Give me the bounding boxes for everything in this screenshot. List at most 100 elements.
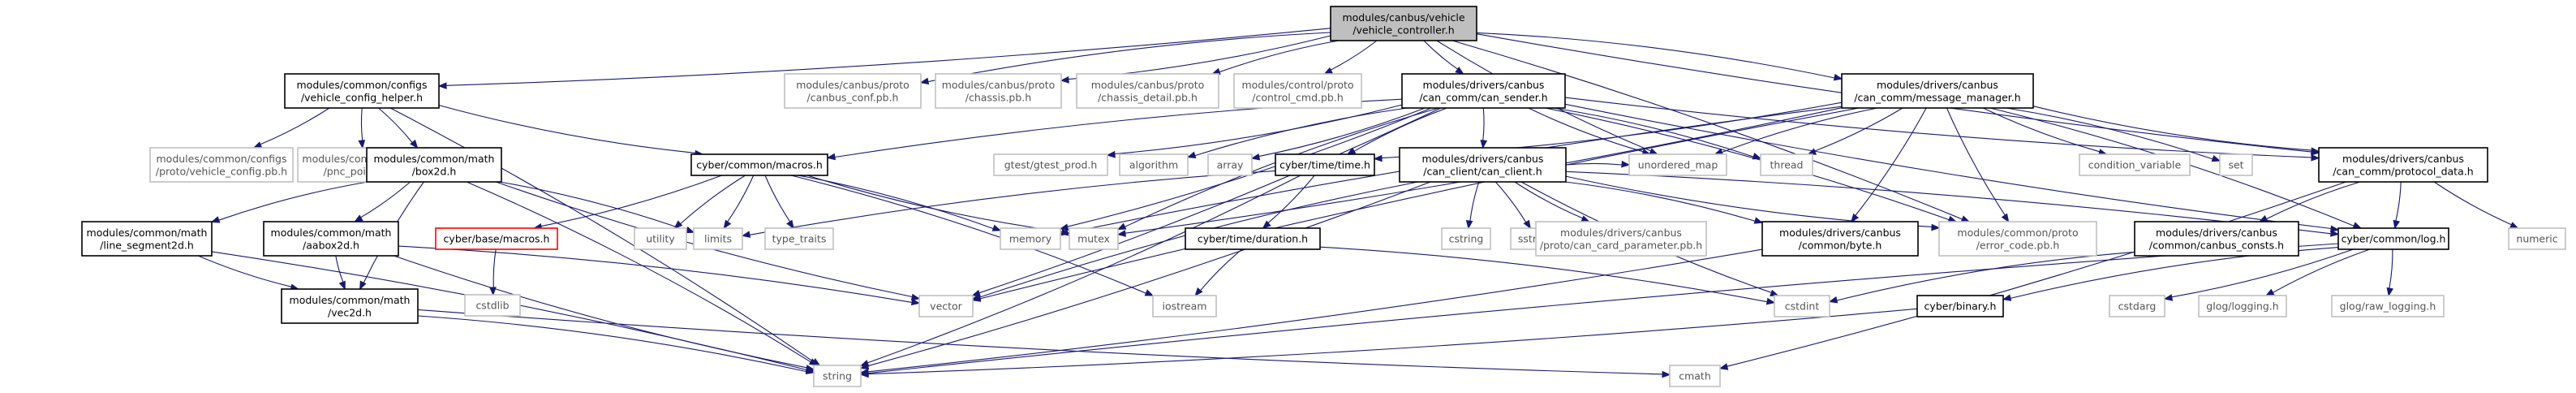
node-base-macros[interactable]: cyber/base/macros.h [435, 227, 558, 250]
node-label: cyber/binary.h [1924, 300, 1997, 313]
edge-cyber_macros-to-type_traits [764, 175, 794, 230]
edge-vec2d-to-cmath [417, 309, 1671, 378]
node-box [1441, 227, 1491, 250]
node-vch[interactable]: modules/common/configs/vehicle_config_he… [284, 73, 440, 109]
edge-box2d-to-aabox [354, 181, 411, 222]
node-cstdint: cstdint [1774, 295, 1830, 317]
node-cstring: cstring [1441, 227, 1491, 250]
node-utility: utility [634, 227, 687, 250]
node-label: /line_segment2d.h [100, 239, 194, 251]
node-label: /proto/can_card_parameter.pb.h [1540, 239, 1702, 251]
edge-vch-to-vehicle_config [252, 107, 330, 149]
edge-can_sender-to-gtest_prod [1106, 104, 1403, 158]
node-box [693, 227, 743, 250]
edge-can_sender-to-algorithm [1186, 107, 1408, 158]
node-box [813, 365, 862, 387]
node-label: gtest/gtest_prod.h [1004, 159, 1098, 171]
node-log-h[interactable]: cyber/common/log.h [2337, 227, 2449, 250]
node-mutex: mutex [1069, 227, 1119, 250]
edge-cyber_macros-to-utility [673, 175, 746, 229]
node-label: /control_cmd.pb.h [1252, 91, 1344, 103]
node-label: /can_comm/message_manager.h [1854, 91, 2020, 103]
node-duration[interactable]: cyber/time/duration.h [1185, 227, 1321, 250]
nodes-layer: modules/canbus/vehicle/vehicle_controlle… [81, 6, 2566, 387]
node-box [935, 73, 1062, 109]
node-msg-mgr[interactable]: modules/drivers/canbus/can_comm/message_… [1841, 73, 2034, 109]
node-label: glog/logging.h [2206, 300, 2278, 313]
node-label: /can_comm/protocol_data.h [2333, 165, 2473, 177]
edge-box2d-to-line_segment [210, 181, 368, 223]
edge-duration-to-cstdint [1319, 246, 1776, 305]
edge-protocol_data-to-canbus_consts [2258, 181, 2361, 222]
node-label: modules/common/math [374, 153, 495, 165]
node-box [1535, 221, 1707, 257]
node-box [2079, 153, 2191, 176]
node-type-traits: type_traits [764, 227, 834, 250]
node-box [263, 221, 399, 257]
node-label: utility [646, 233, 675, 245]
node-label: cstdlib [475, 300, 509, 312]
node-label: numeric [2516, 233, 2557, 245]
node-label: cstdint [1785, 300, 1820, 313]
node-label: /common/canbus_consts.h [2149, 239, 2284, 251]
edge-can_client-to-string [859, 181, 1431, 370]
node-box [2109, 295, 2165, 317]
edge-can_sender-to-vector [971, 107, 1442, 297]
node-box [1275, 153, 1375, 176]
node-line-segment[interactable]: modules/common/math/line_segment2d.h [81, 221, 213, 257]
node-label: /error_code.pb.h [1976, 239, 2060, 251]
node-label: modules/common/math [290, 294, 411, 306]
node-box [1152, 295, 1217, 317]
edge-vch-to-box2d [378, 107, 419, 149]
node-box2d[interactable]: modules/common/math/box2d.h [366, 147, 502, 183]
node-aabox[interactable]: modules/common/math/aabox2d.h [263, 221, 399, 257]
node-label: modules/control/proto [1241, 79, 1353, 91]
edge-root-to-can_sender [1423, 40, 1464, 75]
node-vec2d[interactable]: modules/common/math/vec2d.h [281, 288, 419, 324]
node-vector: vector [918, 295, 974, 317]
node-canbus-consts[interactable]: modules/drivers/canbus/common/canbus_con… [2134, 221, 2299, 257]
node-label: modules/drivers/canbus [2342, 153, 2464, 165]
edge-time_h-to-string [859, 175, 1301, 367]
node-chassis-detail: modules/canbus/proto/chassis_detail.pb.h [1076, 73, 1219, 109]
node-box [1841, 73, 2034, 109]
node-protocol-data[interactable]: modules/drivers/canbus/can_comm/protocol… [2318, 147, 2488, 183]
node-error-code: modules/common/proto/error_code.pb.h [1938, 221, 2097, 257]
node-byte-h[interactable]: modules/drivers/canbus/common/byte.h [1761, 221, 1919, 257]
node-cmath: cmath [1669, 365, 1721, 387]
node-label: modules/drivers/canbus [1423, 79, 1545, 91]
node-box [634, 227, 687, 250]
node-label: /proto/vehicle_config.pb.h [156, 165, 287, 177]
edge-protocol_data-to-log_h [2393, 181, 2402, 230]
edge-can_client-to-byte_h [1565, 181, 1764, 224]
node-box [993, 153, 1108, 176]
edge-time_h-to-limits [741, 170, 1276, 238]
node-binary-h[interactable]: cyber/binary.h [1916, 295, 2004, 317]
edge-root-to-msg_mgr [1476, 32, 1843, 81]
node-box [1399, 147, 1567, 183]
node-time-h[interactable]: cyber/time/time.h [1275, 153, 1375, 176]
node-label: set [2228, 159, 2243, 171]
edge-time_h-to-duration [1262, 175, 1315, 229]
node-cyber-macros[interactable]: cyber/common/macros.h [690, 153, 828, 176]
node-label: /canbus_conf.pb.h [807, 91, 899, 103]
node-root[interactable]: modules/canbus/vehicle/vehicle_controlle… [1330, 6, 1477, 41]
node-box [1207, 153, 1253, 176]
node-canbus-conf: modules/canbus/proto/canbus_conf.pb.h [784, 73, 922, 109]
edge-can_sender-to-log_h [1564, 103, 2340, 233]
edge-msg_mgr-to-protocol_data [2032, 106, 2320, 155]
node-label: modules/common/configs [157, 153, 287, 165]
edge-log_h-to-cstdarg [2163, 248, 2354, 301]
node-box [435, 227, 558, 250]
edge-vec2d-to-string [417, 315, 815, 375]
node-label: modules/canbus/proto [942, 79, 1056, 91]
node-box [690, 153, 828, 176]
node-can-client[interactable]: modules/drivers/canbus/can_client/can_cl… [1399, 147, 1567, 183]
node-can-sender[interactable]: modules/drivers/canbus/can_comm/can_send… [1401, 73, 1566, 109]
edge-byte_h-to-string [859, 248, 1763, 376]
node-can-card: modules/drivers/canbus/proto/can_card_pa… [1535, 221, 1707, 257]
node-label: algorithm [1129, 159, 1178, 171]
node-label: modules/drivers/canbus [1560, 227, 1682, 239]
edge-can_client-to-cstring [1465, 181, 1480, 230]
